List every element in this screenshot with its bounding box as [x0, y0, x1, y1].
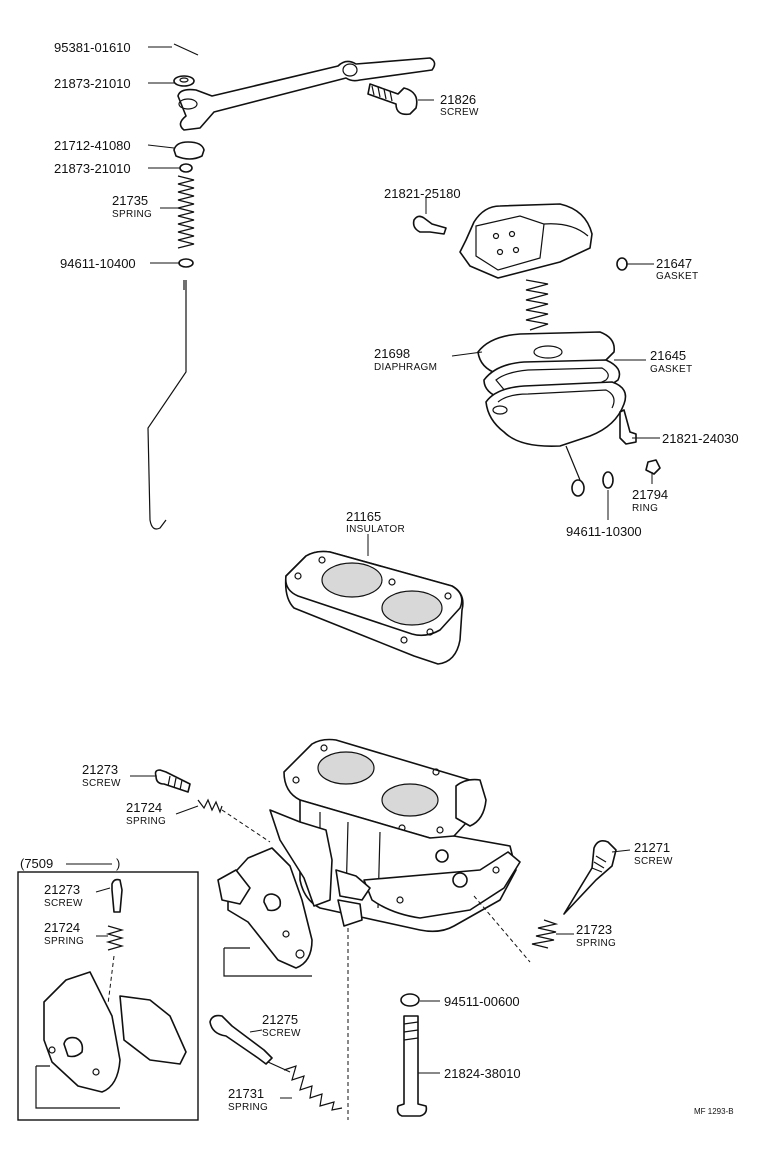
label-21821-24030: 21821-24030: [662, 431, 739, 446]
label-21735-name: SPRING: [112, 209, 152, 220]
label-21647: 21647: [656, 256, 692, 271]
inset-title: (7509: [20, 856, 53, 871]
throttle-body-part: [217, 738, 521, 977]
label-21735: 21735: [112, 193, 148, 208]
label-21275-name: SCREW: [262, 1028, 301, 1039]
inset-label-21273: 21273: [44, 882, 80, 897]
label-21724-name: SPRING: [126, 816, 166, 827]
label-94611-10300: 94611-10300: [566, 524, 642, 539]
label-21826-name: SCREW: [440, 107, 479, 118]
label-21165: 21165: [346, 509, 381, 524]
inset-title-close: ): [116, 856, 120, 871]
label-94611-10400: 94611-10400: [60, 256, 136, 271]
washer-94511-00600-part: [400, 993, 420, 1007]
label-21723-name: SPRING: [576, 938, 616, 949]
inset-label-21724: 21724: [44, 920, 80, 935]
rod-part: [147, 280, 187, 530]
label-21724: 21724: [126, 800, 162, 815]
label-21273-name: SCREW: [82, 778, 121, 789]
label-21731-name: SPRING: [228, 1102, 268, 1113]
screw-21826-part: [367, 83, 418, 116]
throttle-lever-assembly: [147, 43, 436, 530]
push-rod-part: [565, 445, 581, 481]
spring-21735-part: [177, 175, 195, 249]
washer-part: [173, 75, 195, 87]
screw-21275-part: [209, 1014, 273, 1065]
label-21271-name: SCREW: [634, 856, 673, 867]
screw-21821-25180-part: [412, 215, 447, 235]
label-21873-21010-low: 21873-21010: [54, 161, 131, 176]
screw-21821-24030-part: [619, 409, 637, 445]
diaphragm-housing-part: [485, 381, 627, 448]
screw-21271-part: [563, 840, 617, 915]
label-21873-21010-top: 21873-21010: [54, 76, 131, 91]
label-21794-name: RING: [632, 503, 658, 514]
diaphragm-cover-part: [459, 203, 593, 279]
label-21698: 21698: [374, 346, 410, 361]
spring-21731-part: [283, 1065, 343, 1111]
label-21824-38010: 21824-38010: [444, 1066, 521, 1081]
screw-21273-part: [154, 769, 191, 793]
label-21275: 21275: [262, 1012, 298, 1027]
label-21273: 21273: [82, 762, 118, 777]
lever-arm-part: [177, 57, 436, 131]
label-21645-name: GASKET: [650, 364, 692, 375]
diaphragm-spring-part: [525, 279, 549, 331]
label-21647-name: GASKET: [656, 271, 698, 282]
inset-label-21273-name: SCREW: [44, 898, 83, 909]
diaphragm-assembly: [412, 203, 661, 497]
spring-21724-part: [197, 798, 223, 814]
insulator-part: [284, 550, 464, 665]
inset-panel: (7509 ): [17, 856, 199, 1121]
label-21165-name: INSULATOR: [346, 524, 405, 535]
ring-21794-part: [645, 459, 661, 475]
label-21645: 21645: [650, 348, 686, 363]
gasket-21647-part: [616, 257, 628, 271]
label-21821-25180: 21821-25180: [384, 186, 461, 201]
washer-94611-10300-part: [602, 471, 614, 489]
retainer-part: [173, 141, 205, 160]
bolt-21824-38010-part: [396, 1015, 428, 1117]
drawing-reference: MF 1293-B: [694, 1107, 734, 1116]
label-21723: 21723: [576, 922, 612, 937]
label-21698-name: DIAPHRAGM: [374, 362, 437, 373]
label-21712-41080: 21712-41080: [54, 138, 131, 153]
label-21794: 21794: [632, 487, 668, 502]
leader-lines: [95, 46, 660, 1099]
callout-labels: 95381-01610 21873-21010 21826 SCREW 2171…: [44, 40, 739, 1116]
pin-part: [173, 43, 199, 56]
label-94511-00600: 94511-00600: [444, 994, 520, 1009]
inset-label-21724-name: SPRING: [44, 936, 84, 947]
label-95381-01610: 95381-01610: [54, 40, 131, 55]
label-21826: 21826: [440, 92, 476, 107]
label-21271: 21271: [634, 840, 670, 855]
spring-21723-part: [531, 919, 559, 949]
label-21731: 21731: [228, 1086, 264, 1101]
